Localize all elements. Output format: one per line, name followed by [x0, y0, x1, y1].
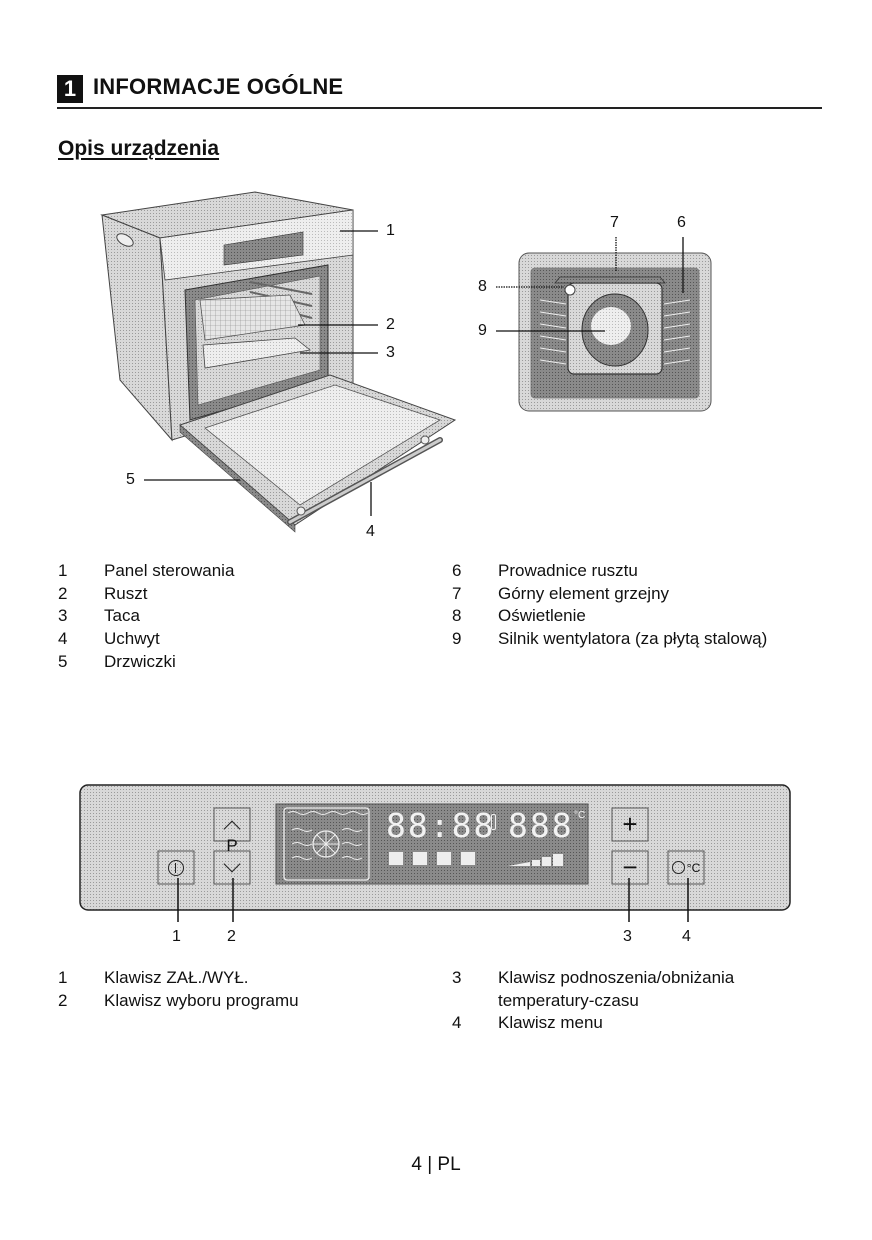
alarm-icon [437, 852, 451, 865]
chevron-up-icon [223, 820, 241, 837]
display-temperature: 888 [508, 806, 574, 845]
program-down-button[interactable] [214, 851, 250, 884]
menu-key-label: °C [686, 860, 701, 875]
power-level-icon [508, 862, 530, 866]
oven-panel-display [223, 231, 304, 266]
duration-icon [389, 852, 403, 865]
minus-button[interactable]: − [622, 852, 638, 882]
oven-figure [100, 191, 457, 533]
power-icon [168, 859, 184, 876]
callout-2: 2 [386, 316, 395, 333]
callout-7: 7 [610, 214, 619, 231]
panel-callout-2: 2 [227, 928, 236, 945]
page-number: 4 | PL [411, 1154, 461, 1175]
thermometer-icon [491, 814, 496, 830]
control-panel-figure [79, 784, 791, 911]
clock-icon [671, 861, 685, 874]
end-time-icon [413, 852, 427, 865]
lamp [564, 284, 576, 296]
callout-9: 9 [478, 322, 487, 339]
interior-figure [518, 252, 712, 412]
clock-icon [461, 852, 475, 865]
section-divider [57, 107, 822, 109]
panel-callout-4: 4 [682, 928, 691, 945]
power-button-shape [157, 850, 195, 885]
callout-3: 3 [386, 344, 395, 361]
callout-5: 5 [126, 471, 135, 488]
section-title: INFORMACJE OGÓLNE [93, 74, 344, 99]
display-time: 88:88 [386, 806, 496, 845]
legend-item-continued: temperatury-czasu [498, 990, 639, 1010]
subsection-title: Opis urządzenia [58, 137, 220, 160]
callout-4: 4 [366, 523, 375, 540]
section-number-badge: 1 [57, 75, 83, 103]
panel-callout-1: 1 [172, 928, 181, 945]
callout-6: 6 [677, 214, 686, 231]
plus-button[interactable]: + [622, 809, 638, 839]
power-button[interactable] [158, 851, 194, 884]
tray [202, 337, 311, 369]
program-key-label: P [226, 836, 238, 855]
callout-8: 8 [478, 278, 487, 295]
menu-button[interactable]: °C [668, 851, 704, 884]
display-temp-unit: °C [574, 810, 586, 821]
panel-callout-3: 3 [623, 928, 632, 945]
chevron-down-icon [223, 855, 241, 872]
callout-1: 1 [386, 222, 395, 239]
